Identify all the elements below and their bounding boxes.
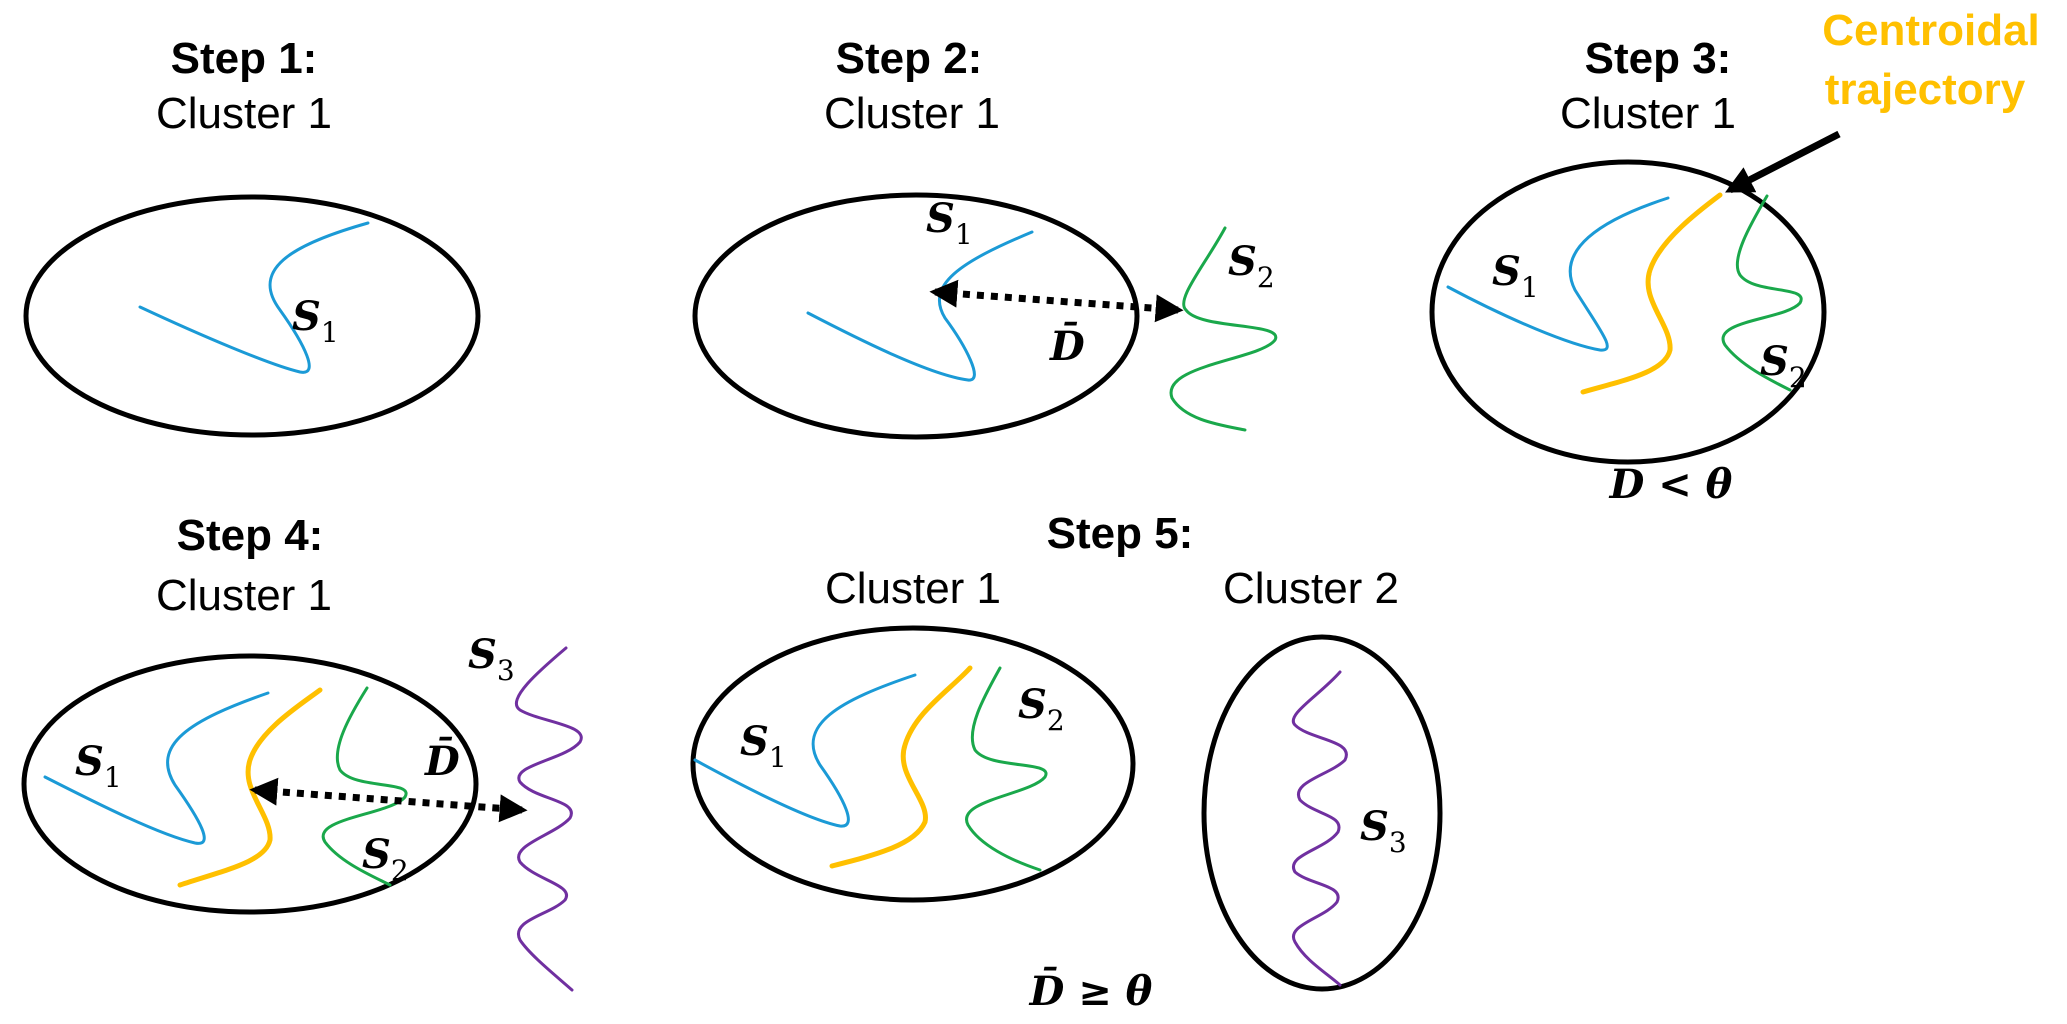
- s1-label: S1: [1492, 248, 1539, 304]
- trajectory-s1: [1446, 196, 1670, 352]
- distance-arrow: [929, 279, 1184, 323]
- s2-label: S2: [1018, 681, 1065, 737]
- s1-label: S1: [75, 738, 122, 794]
- centroid-annotation: Centroidal trajectory: [1725, 6, 2040, 194]
- s3-label: S3: [468, 631, 515, 687]
- annotation-line-1: Centroidal: [1822, 6, 2040, 55]
- trajectory-s1: [806, 230, 1034, 382]
- s3-label: S3: [1360, 803, 1407, 859]
- s1-label: S1: [740, 718, 787, 774]
- annotation-arrow: [1725, 130, 1841, 194]
- step-4-title: Step 4:: [177, 511, 324, 560]
- step-5-cluster-2-label: Cluster 2: [1223, 564, 1399, 613]
- cluster-2-ellipse: [1201, 634, 1443, 992]
- condition-greater-equal: D̄ ≥ θ: [1029, 968, 1153, 1015]
- centroidal-trajectory: [829, 665, 973, 869]
- s2-label: S2: [1760, 338, 1807, 394]
- trajectory-s1: [43, 691, 270, 845]
- cluster-1-ellipse: [692, 192, 1140, 440]
- step-2-cluster-label: Cluster 1: [824, 89, 1000, 138]
- step-5-cluster-1-label: Cluster 1: [825, 564, 1001, 613]
- s1-label: S1: [292, 293, 339, 349]
- s2-label: S2: [1228, 238, 1275, 294]
- centroidal-trajectory: [1580, 192, 1723, 395]
- trajectory-s1: [693, 673, 917, 828]
- cluster-1-ellipse: [1429, 159, 1827, 465]
- centroidal-trajectory: [177, 687, 323, 888]
- step-3-cluster-label: Cluster 1: [1560, 89, 1736, 138]
- step-3-title: Step 3:: [1585, 34, 1732, 83]
- step-2: Step 2: Cluster 1 S1 S2 D̄: [692, 34, 1278, 440]
- step-2-title: Step 2:: [836, 34, 983, 83]
- step-1: Step 1: Cluster 1 S1: [23, 34, 481, 438]
- trajectory-s1: [138, 221, 370, 374]
- step-4-cluster-label: Cluster 1: [156, 571, 332, 620]
- step-3: Step 3: Cluster 1 S1 S2 D̄ < θ: [1429, 34, 1827, 508]
- step-4: Step 4: Cluster 1 S1 S2 S3 D̄: [21, 511, 583, 992]
- s1-label: S1: [926, 195, 973, 251]
- trajectory-s2: [965, 666, 1048, 872]
- cluster-1-ellipse: [23, 194, 481, 438]
- step-1-cluster-label: Cluster 1: [156, 89, 332, 138]
- dbar-label: D̄: [1049, 323, 1085, 370]
- trajectory-s2: [1721, 194, 1803, 392]
- trajectory-s3: [515, 646, 583, 992]
- annotation-line-2: trajectory: [1825, 65, 2026, 114]
- trajectory-s3: [1291, 670, 1348, 987]
- step-1-title: Step 1:: [171, 34, 318, 83]
- condition-less-than: D̄ < θ: [1609, 461, 1733, 508]
- step-5: Step 5: Cluster 1 Cluster 2 S1 S2 S3 D̄ …: [690, 509, 1443, 1015]
- distance-arrow: [249, 777, 528, 823]
- s2-label: S2: [362, 831, 409, 887]
- cluster-1-ellipse: [690, 625, 1136, 903]
- step-5-title: Step 5:: [1047, 509, 1194, 558]
- trajectory-s2: [1169, 226, 1278, 432]
- dbar-label: D̄: [424, 738, 460, 785]
